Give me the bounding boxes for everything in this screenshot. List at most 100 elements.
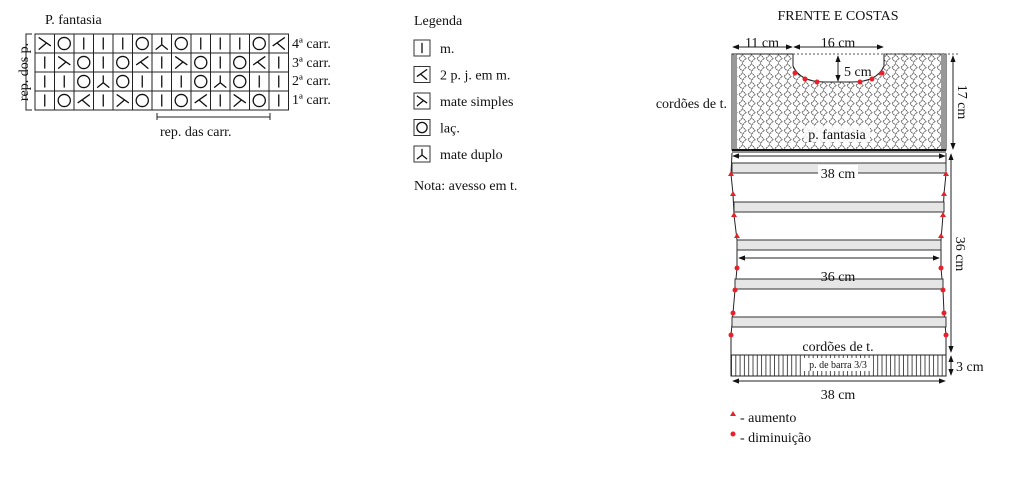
decrease-marker: [728, 332, 734, 338]
row-label-4: 4ª carr.: [292, 37, 331, 52]
chart-cell: [73, 90, 94, 111]
increase-marker: [730, 191, 736, 196]
yarn-over-icon: [233, 55, 247, 70]
yarn-over-icon: [233, 74, 247, 89]
stitch-chart: P. fantasia 4ª carr. 3ª carr. 2ª carr. 1…: [17, 13, 331, 140]
yarn-over-icon: [135, 36, 149, 51]
legend-title: Legenda: [414, 14, 463, 29]
increase-marker: [943, 171, 949, 176]
shoulder-label: 11 cm: [745, 36, 779, 51]
right-garter-edge: [941, 54, 946, 150]
ssk-icon: [116, 93, 130, 108]
decrease-marker: [732, 287, 738, 293]
increase-marker: [734, 233, 740, 238]
decrease-marker: [734, 265, 740, 271]
chart-cell: [249, 52, 270, 73]
k2tog-icon: [416, 68, 428, 81]
k2tog-icon: [272, 36, 286, 51]
increase-marker-icon: [730, 411, 736, 416]
decrease-marker: [940, 287, 946, 293]
yarn-over-icon: [174, 36, 188, 51]
row-label-1: 1ª carr.: [292, 93, 331, 108]
bottom-width-label: 38 cm: [821, 388, 856, 403]
left-garter-edge: [732, 54, 737, 150]
garter-band: [731, 316, 947, 328]
chart-cell: [190, 90, 211, 111]
legend: Legenda m.2 p. j. em m.mate simpleslaç.m…: [413, 14, 517, 194]
increase-marker: [731, 212, 737, 217]
stitch-repeat-label: rep. dos p.: [17, 43, 32, 101]
legend-item: laç.: [413, 119, 460, 137]
decrease-key-label: - diminuição: [740, 431, 811, 446]
yarn-over-icon: [252, 36, 266, 51]
legend-item-label: laç.: [440, 122, 460, 137]
row-repeat-label: rep. das carr.: [160, 125, 232, 140]
neck-decrease-marker: [869, 76, 875, 82]
stitch-repeat-bracket: [25, 33, 32, 111]
ssk-icon: [416, 95, 428, 107]
increase-marker: [940, 212, 946, 217]
shaping-markers: [728, 70, 949, 338]
chart-cell: [34, 33, 55, 54]
legend-item: 2 p. j. em m.: [413, 66, 510, 84]
garter-band: [734, 278, 944, 290]
rib-height-label: 3 cm: [956, 360, 984, 375]
yarn-over-icon: [194, 55, 208, 70]
chart-cell: [268, 33, 289, 54]
top-width-label: 38 cm: [821, 167, 856, 182]
row-label-3: 3ª carr.: [292, 56, 331, 71]
yarn-over-icon: [77, 74, 91, 89]
garter-band: [736, 239, 942, 251]
chart-cell: [132, 52, 153, 73]
yarn-over-icon: [116, 55, 130, 70]
chart-cell: [229, 90, 250, 111]
increase-marker: [728, 171, 734, 176]
increase-marker: [938, 233, 944, 238]
k2tog-icon: [135, 55, 149, 70]
rib-label: p. de barra 3/3: [809, 360, 867, 371]
k2tog-icon: [194, 93, 208, 108]
yarn-over-icon: [252, 93, 266, 108]
increase-marker: [941, 191, 947, 196]
double-decrease-icon: [96, 75, 110, 89]
yarn-over-icon: [194, 74, 208, 89]
bottom-edge-label: cordões de t.: [802, 340, 873, 355]
yarn-over-icon: [135, 93, 149, 108]
row-repeat-bracket: [156, 113, 271, 120]
schematic: FRENTE E COSTAS 11 cm 16 cm 5 cm 17 cm c…: [656, 9, 984, 446]
neck-decrease-marker: [792, 70, 798, 76]
decrease-marker-icon: [730, 431, 736, 437]
neck-width-label: 16 cm: [821, 36, 856, 51]
double-decrease-icon: [213, 75, 227, 89]
yarn-over-icon: [57, 93, 71, 108]
yoke-stitch-label: p. fantasia: [808, 128, 866, 143]
garter-band: [733, 201, 945, 213]
decrease-marker: [941, 310, 947, 316]
neck-depth-label: 5 cm: [844, 65, 872, 80]
k2tog-icon: [252, 55, 266, 70]
chart-title: P. fantasia: [45, 13, 103, 28]
ssk-icon: [174, 55, 188, 70]
neck-decrease-marker: [857, 79, 863, 85]
yarn-over-icon: [57, 36, 71, 51]
yoke-height-label: 17 cm: [954, 85, 969, 120]
row-label-2: 2ª carr.: [292, 74, 331, 89]
legend-item: mate simples: [413, 92, 514, 110]
legend-item-label: 2 p. j. em m.: [440, 69, 510, 84]
double-decrease-icon: [155, 37, 169, 51]
schematic-title: FRENTE E COSTAS: [777, 9, 898, 24]
legend-item-label: mate simples: [440, 95, 514, 110]
neck-decrease-marker: [802, 76, 808, 82]
neck-decrease-marker: [814, 79, 820, 85]
chart-grid: [34, 33, 289, 111]
legend-item: m.: [413, 39, 454, 57]
chart-cell: [54, 52, 75, 73]
neck-decrease-marker: [879, 70, 885, 76]
chart-cell: [171, 52, 192, 73]
k2tog-icon: [77, 93, 91, 108]
ssk-icon: [233, 93, 247, 108]
yarn-over-icon: [77, 55, 91, 70]
decrease-marker: [943, 332, 949, 338]
ssk-icon: [38, 36, 52, 51]
